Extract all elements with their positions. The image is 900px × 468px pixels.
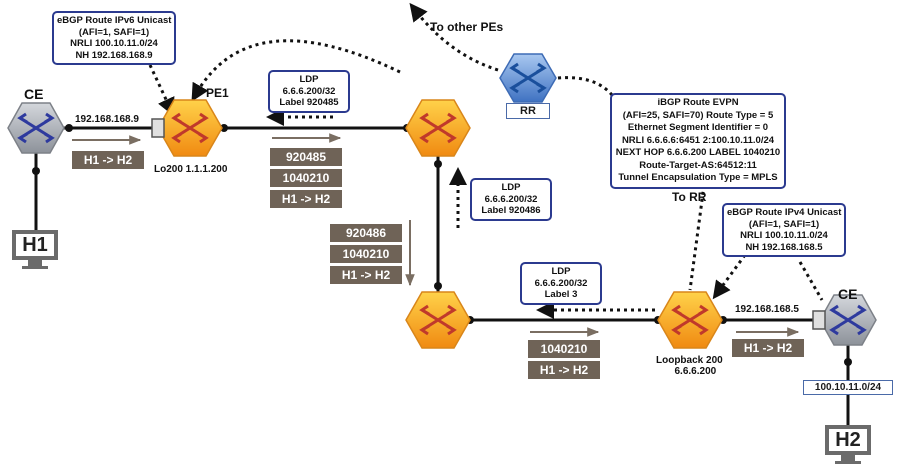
pe1-port-icon [151, 118, 165, 138]
callout-ldp-bottom: LDP 6.6.6.200/32 Label 3 [520, 262, 602, 305]
rr-to-ibgp [557, 76, 614, 97]
ce-left-router[interactable] [7, 102, 65, 154]
router-arrows-icon [17, 112, 55, 144]
host-h1-base [22, 266, 48, 269]
callout-ibgp-evpn: iBGP Route EVPN (AFI=25, SAFI=70) Route … [610, 93, 786, 189]
router-arrows-icon [671, 304, 709, 336]
ce-right-label: CE [838, 286, 858, 302]
stack-label: H1 -> H2 [270, 190, 342, 208]
callout-line: Label 920486 [481, 205, 541, 216]
pe2-loopback-name: Loopback 200 [656, 355, 723, 366]
callout-ebgp-ipv6: eBGP Route IPv6 Unicast (AFI=1, SAFI=1) … [52, 11, 176, 65]
callout-line: Route-Target-AS:64512:11 [639, 159, 757, 171]
host-h1-stand [28, 260, 42, 266]
callout-line: Tunnel Encapsulation Type = MPLS [618, 172, 778, 183]
callout-line: 6.6.6.200/32 [534, 277, 588, 289]
callout-line: eBGP Route IPv6 Unicast [57, 15, 172, 26]
callout-line: Ethernet Segment Identifier = 0 [627, 122, 769, 133]
ce-right-port-icon [812, 310, 826, 330]
callout-line: LDP [551, 266, 571, 277]
router-arrows-icon [829, 304, 867, 336]
host-h2[interactable]: H2 [825, 425, 871, 455]
callout-line: NRLI 100.10.11.0/24 [70, 38, 158, 49]
callout-ldp-top: LDP 6.6.6.200/32 Label 920485 [268, 70, 350, 113]
callout-line: NH 192.168.168.5 [745, 241, 823, 253]
ebgp-ipv4-ce-path [798, 261, 824, 301]
stack-label: 920485 [270, 148, 342, 166]
router-arrows-icon [419, 112, 457, 144]
ebgp-ipv4-arrow [712, 254, 747, 300]
stack-label: H1 -> H2 [330, 266, 402, 284]
pe1-to-rr-session [191, 39, 401, 102]
right-prefix-label: 100.10.11.0/24 [803, 380, 893, 395]
callout-line: 6.6.6.200/32 [484, 193, 538, 205]
host-h2-base [835, 461, 861, 464]
router-arrows-icon [171, 112, 209, 144]
pe1-loopback-label: Lo200 1.1.1.200 [154, 164, 228, 175]
stack-label: 920486 [330, 224, 402, 242]
host-h1[interactable]: H1 [12, 230, 58, 260]
p2-router[interactable] [405, 291, 471, 349]
callout-line: eBGP Route IPv4 Unicast [727, 207, 842, 218]
pe2-loopback-ip: 6.6.6.200 [674, 366, 717, 377]
rr-to-other-pes [409, 2, 499, 72]
right-ce-ip-label: 192.168.168.5 [735, 304, 799, 315]
rr-label: RR [506, 103, 550, 119]
stack-label: H1 -> H2 [72, 151, 144, 169]
callout-line: Label 920485 [279, 97, 339, 108]
stack-label: H1 -> H2 [528, 361, 600, 379]
label-stack-left-ce: H1 -> H2 [72, 151, 144, 172]
stack-label: 1040210 [270, 169, 342, 187]
data-plane-arrows [72, 133, 800, 337]
callout-line: (AFI=25, SAFI=70) Route Type = 5 [622, 109, 774, 121]
ce-right-router[interactable] [819, 294, 877, 346]
router-arrows-icon [419, 304, 457, 336]
callout-line: 6.6.6.200/32 [282, 85, 336, 97]
to-rr-label: To RR [672, 190, 707, 204]
pe2-router[interactable] [657, 291, 723, 349]
router-arrows-icon [509, 62, 547, 94]
callout-line: NH 192.168.168.9 [75, 49, 153, 61]
to-other-pes-label: To other PEs [430, 20, 504, 34]
label-stack-top: 920485 1040210 H1 -> H2 [270, 148, 342, 211]
rr-router[interactable] [499, 53, 557, 103]
pe1-router[interactable] [157, 99, 223, 157]
callout-line: NRLI 6.6.6.6:6451 2:100.10.11.0/24 [621, 134, 775, 146]
pe2-loopback-label: Loopback 200 6.6.6.200 [656, 355, 723, 377]
callout-line: iBGP Route EVPN [657, 97, 739, 108]
callout-ebgp-ipv4: eBGP Route IPv4 Unicast (AFI=1, SAFI=1) … [722, 203, 846, 257]
callout-ldp-mid: LDP 6.6.6.200/32 Label 920486 [470, 178, 552, 221]
stack-label: 1040210 [528, 340, 600, 358]
control-plane-paths [148, 2, 824, 319]
callout-line: Label 3 [544, 289, 578, 300]
stack-label: 1040210 [330, 245, 402, 263]
host-h2-stand [841, 455, 855, 461]
callout-line: LDP [501, 182, 521, 193]
pe2-to-rr [688, 177, 707, 291]
callout-line: NEXT HOP 6.6.6.200 LABEL 1040210 [615, 147, 781, 158]
ce-left-label: CE [24, 86, 44, 102]
stack-label: H1 -> H2 [732, 339, 804, 357]
p1-router[interactable] [405, 99, 471, 157]
left-ce-ip-label: 192.168.168.9 [75, 114, 139, 125]
ebgp-ipv6-arrow [148, 64, 175, 117]
callout-line: (AFI=1, SAFI=1) [748, 218, 820, 230]
label-stack-right-ce: H1 -> H2 [732, 339, 804, 360]
callout-line: NRLI 100.10.11.0/24 [740, 230, 828, 241]
callout-line: LDP [299, 74, 319, 85]
pe1-label: PE1 [206, 86, 229, 100]
label-stack-left-vertical: 920486 1040210 H1 -> H2 [330, 224, 402, 287]
callout-line: (AFI=1, SAFI=1) [78, 26, 150, 38]
label-stack-bottom: 1040210 H1 -> H2 [528, 340, 600, 382]
